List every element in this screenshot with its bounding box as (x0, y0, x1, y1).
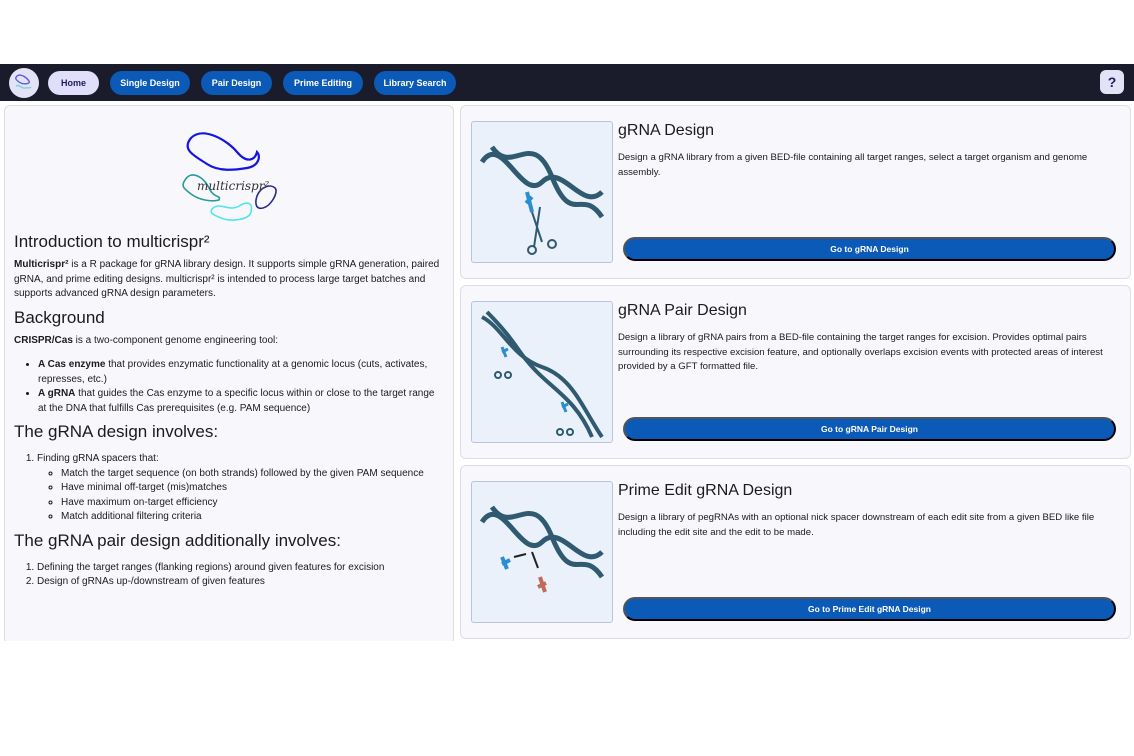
design-list: Finding gRNA spacers that: Match the tar… (37, 452, 444, 525)
page-bottom-blank (0, 641, 1134, 756)
bullet-bold: A Cas enzyme (38, 359, 106, 370)
intro-text: Multicrispr² is a R package for gRNA lib… (14, 258, 444, 302)
card-title: gRNA Pair Design (618, 302, 747, 319)
card-description: Design a library of pegRNAs with an opti… (618, 512, 1095, 538)
go-to-grna-pair-design-button[interactable]: Go to gRNA Pair Design (623, 417, 1116, 441)
list-item: Have maximum on-target efficiency (61, 496, 444, 511)
list-text: Finding gRNA spacers that: (37, 453, 159, 464)
nav-library-search[interactable]: Library Search (374, 70, 456, 95)
go-to-grna-design-button[interactable]: Go to gRNA Design (623, 237, 1116, 261)
bullet-text: that guides the Cas enzyme to a specific… (38, 388, 435, 414)
list-item: Finding gRNA spacers that: Match the tar… (37, 452, 444, 525)
logo-icon (15, 73, 32, 89)
pair-title: The gRNA pair design additionally involv… (14, 530, 341, 550)
list-item: Match the target sequence (on both stran… (61, 467, 444, 482)
intro-body: is a R package for gRNA library design. … (14, 259, 440, 299)
card-title: Prime Edit gRNA Design (618, 482, 793, 499)
bg-body: is a two-component genome engineering to… (72, 334, 279, 346)
background-title: Background (14, 307, 105, 327)
pair-list: Defining the target ranges (flanking reg… (37, 561, 444, 590)
background-text: CRISPR/Cas is a two-component genome eng… (14, 334, 444, 349)
dna-prime-edit-icon (471, 481, 613, 623)
card-description: Design a library of gRNA pairs from a BE… (618, 332, 1103, 372)
intro-panel: multicrispr² Introduction to multicrispr… (4, 105, 454, 645)
card-title: gRNA Design (618, 122, 715, 139)
go-to-prime-edit-design-button[interactable]: Go to Prime Edit gRNA Design (623, 597, 1116, 621)
help-button[interactable]: ? (1100, 70, 1124, 94)
bullet-text: that provides enzymatic functionality at… (38, 359, 428, 385)
navbar: Home Single Design Pair Design Prime Edi… (0, 64, 1134, 101)
nav-prime-editing[interactable]: Prime Editing (283, 70, 363, 95)
list-item: Match additional filtering criteria (61, 510, 444, 525)
bg-bold: CRISPR/Cas (14, 334, 73, 346)
card-grna-pair-design: gRNA Pair Design Design a library of gRN… (460, 285, 1131, 459)
card-prime-edit-design: Prime Edit gRNA Design Design a library … (460, 465, 1131, 639)
list-item: Have minimal off-target (mis)matches (61, 481, 444, 496)
intro-bold: Multicrispr² (14, 259, 69, 270)
bullet-bold: A gRNA (38, 388, 76, 399)
nav-pair-design[interactable]: Pair Design (201, 70, 272, 95)
nav-home[interactable]: Home (48, 70, 99, 95)
design-title: The gRNA design involves: (14, 422, 219, 441)
list-item: A gRNA that guides the Cas enzyme to a s… (38, 387, 444, 416)
dna-pair-scissors-icon (471, 301, 613, 443)
home-logo-button[interactable] (9, 67, 39, 98)
background-list: A Cas enzyme that provides enzymatic fun… (38, 358, 444, 416)
logo-text: multicrispr² (197, 179, 270, 193)
intro-title: Introduction to multicrispr² (14, 232, 210, 251)
list-item: Defining the target ranges (flanking reg… (37, 561, 444, 576)
nav-single-design[interactable]: Single Design (110, 70, 190, 95)
dna-scissors-icon (471, 121, 613, 263)
list-item: Design of gRNAs up-/downstream of given … (37, 575, 444, 590)
card-grna-design: gRNA Design Design a gRNA library from a… (460, 105, 1131, 279)
multicrispr-logo: multicrispr² (14, 106, 444, 228)
card-description: Design a gRNA library from a given BED-f… (618, 152, 1088, 178)
list-item: A Cas enzyme that provides enzymatic fun… (38, 358, 444, 387)
